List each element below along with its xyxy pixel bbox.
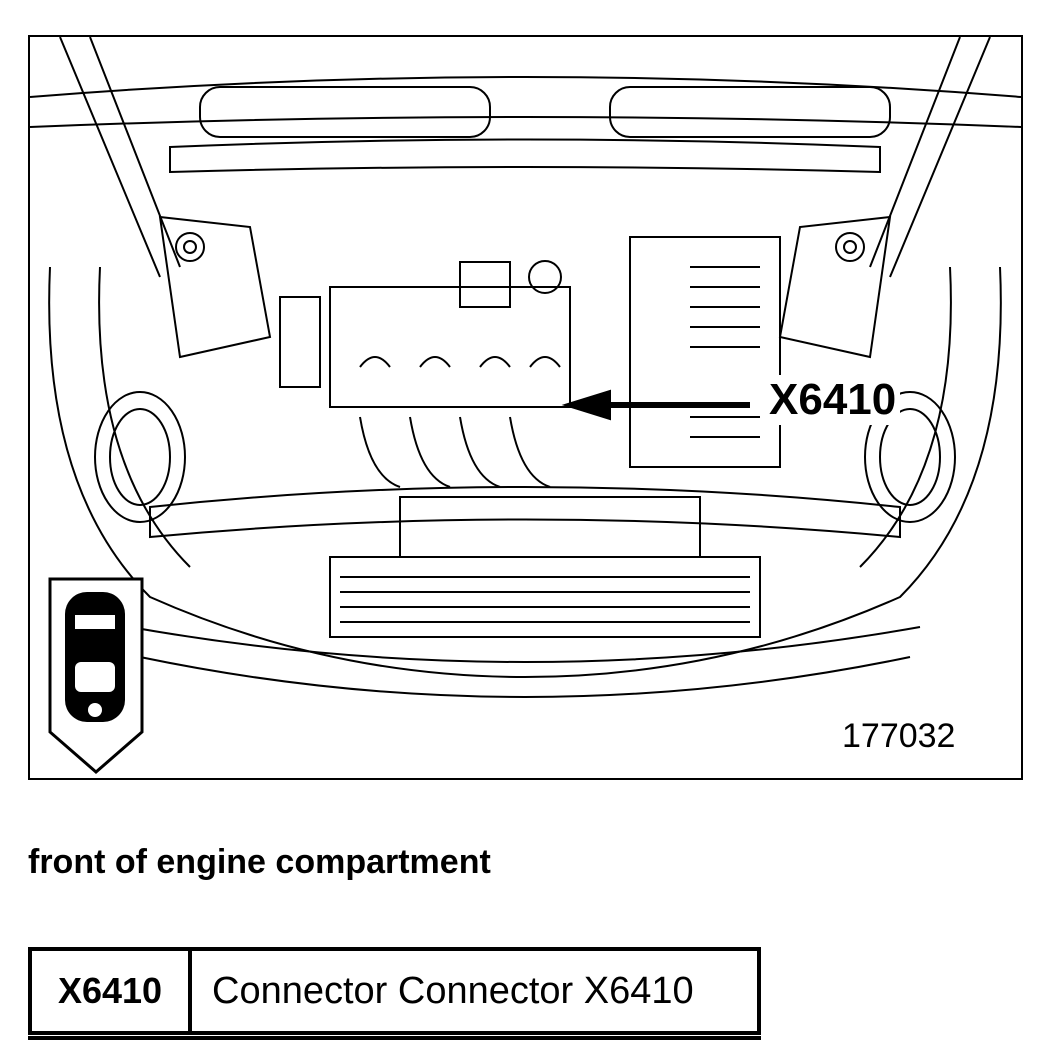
connector-callout-label: X6410 [765, 375, 901, 425]
legend-underline [28, 1036, 761, 1040]
car-top-view-front-icon [48, 577, 144, 774]
legend-table: X6410 Connector Connector X6410 [28, 947, 761, 1035]
engine-line-drawing [30, 37, 1021, 698]
legend-code: X6410 [32, 951, 192, 1031]
engine-compartment-figure: X6410 177032 [28, 35, 1023, 780]
legend-description: Connector Connector X6410 [212, 969, 694, 1012]
figure-caption: front of engine compartment [28, 843, 491, 881]
figure-number: 177032 [842, 717, 956, 755]
